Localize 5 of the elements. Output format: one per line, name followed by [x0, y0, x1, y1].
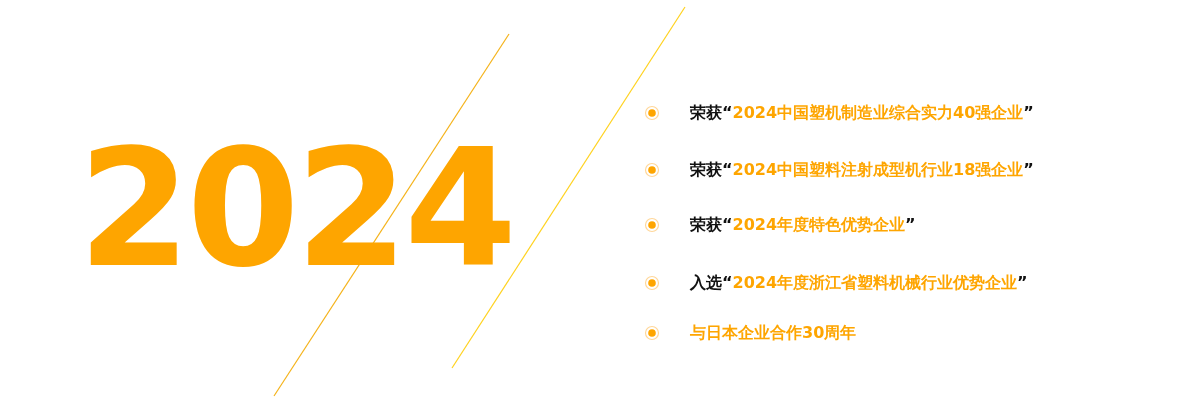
award-text: 与日本企业合作30周年: [690, 323, 857, 343]
award-text: 荣获“2024年度特色优势企业”: [690, 215, 916, 235]
award-text: 荣获“2024中国塑机制造业综合实力40强企业”: [690, 103, 1034, 123]
award-text: 入选“2024年度浙江省塑料机械行业优势企业”: [690, 273, 1028, 293]
award-text: 荣获“2024中国塑料注射成型机行业18强企业”: [690, 160, 1034, 180]
